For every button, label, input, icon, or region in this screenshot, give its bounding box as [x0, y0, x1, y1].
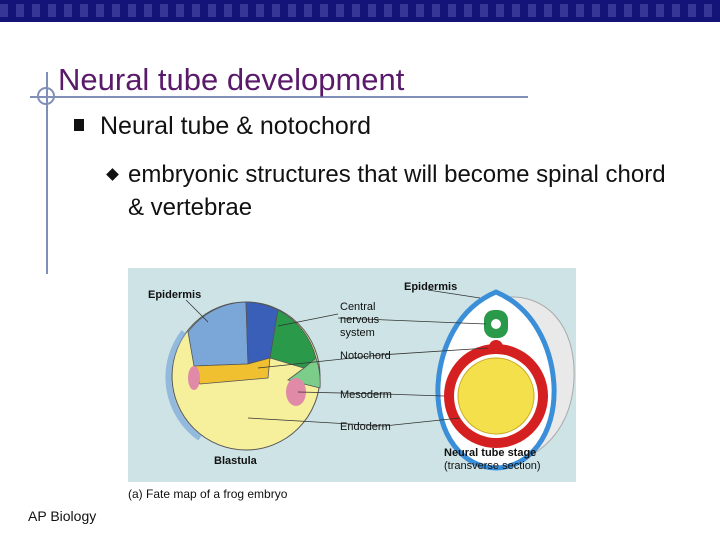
label-blastula: Blastula [214, 455, 258, 467]
crosshair-icon [37, 87, 55, 105]
label-notochord: Notochord [340, 350, 391, 362]
label-endoderm: Endoderm [340, 421, 391, 433]
frog-embryo-figure: Epidermis Epidermis Central nervous syst… [128, 268, 576, 482]
label-cns-line2: nervous [340, 314, 380, 326]
neural-tube-drawing [435, 289, 575, 471]
embryo-illustration: Epidermis Epidermis Central nervous syst… [148, 281, 575, 472]
label-stage-line1: Neural tube stage [444, 447, 536, 459]
bullet-level-2-text: embryonic structures that will become sp… [128, 161, 666, 221]
footer-course-name: AP Biology [28, 508, 97, 524]
figure-caption: (a) Fate map of a frog embryo [128, 487, 288, 501]
label-cns-line1: Central [340, 301, 375, 313]
slide-title: Neural tube development [58, 62, 405, 97]
label-cns-line3: system [340, 327, 375, 339]
bullet-level-1-text: Neural tube & notochord [100, 112, 372, 140]
label-epidermis-right: Epidermis [404, 281, 457, 293]
label-stage-line2: (transverse section) [444, 460, 541, 472]
square-bullet-icon [74, 119, 84, 131]
checker-pattern [0, 4, 720, 17]
leader-lines [185, 289, 489, 427]
bullet-level-1: Neural tube & notochord [74, 112, 371, 141]
label-epidermis-left: Epidermis [148, 289, 201, 301]
decorative-vertical-line [46, 72, 48, 274]
diamond-bullet-icon [106, 168, 119, 181]
label-mesoderm: Mesoderm [340, 389, 392, 401]
decorative-horizontal-line [30, 96, 528, 98]
blastula-drawing [165, 301, 321, 451]
top-banner [0, 0, 720, 22]
